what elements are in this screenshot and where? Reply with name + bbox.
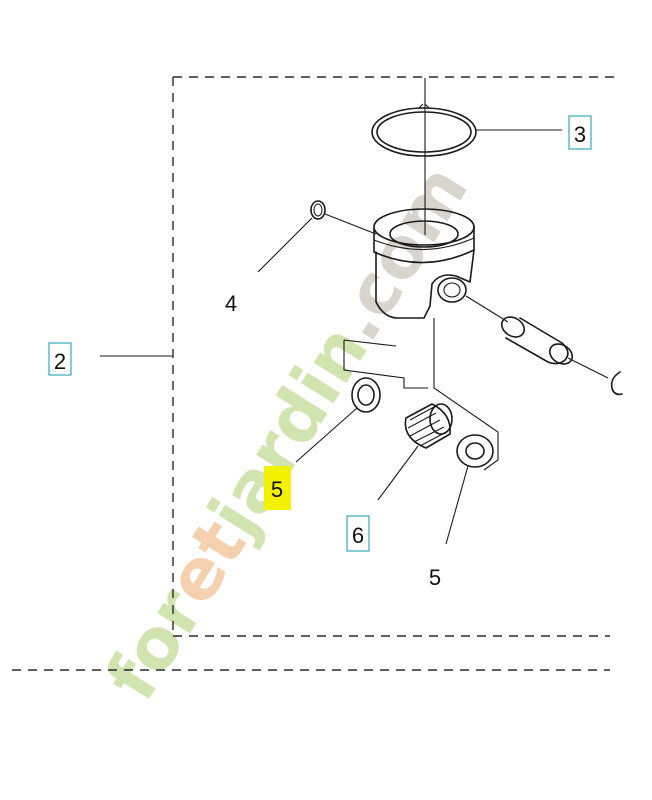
leader-5-right: [445, 465, 469, 545]
callout-2-label: 2: [54, 349, 66, 374]
callout-4-label: 4: [225, 291, 237, 316]
watermark-part-4: .com: [314, 151, 484, 355]
callout-3-label: 3: [574, 122, 586, 147]
callout-6-label: 6: [352, 523, 364, 548]
piston: [373, 208, 475, 319]
callout-2-frame: [48, 342, 72, 376]
callout-5-right-label: 5: [429, 565, 441, 590]
callout-5-left: 5: [264, 466, 291, 510]
circlip-right: [567, 357, 623, 396]
piston-pin: [465, 295, 574, 365]
leader-lines: [100, 129, 562, 545]
watermark: foretjardin.com: [90, 151, 484, 714]
leader-5-left: [295, 407, 358, 463]
callout-2: 2: [48, 342, 72, 376]
callout-6-frame: [346, 515, 370, 552]
conrod-outline: [343, 318, 499, 471]
washer-left: [351, 377, 381, 413]
callout-3-frame: [568, 115, 592, 150]
callout-5-highlight: [264, 466, 291, 510]
piston-ring: [371, 103, 477, 157]
callout-5-left-label: 5: [271, 477, 283, 502]
callout-3: 3: [568, 115, 592, 150]
leader-6: [377, 445, 419, 501]
watermark-text: foretjardin.com: [90, 151, 484, 714]
leader-4: [257, 217, 313, 273]
callout-6: 6: [346, 515, 370, 552]
needle-bearing: [404, 403, 453, 449]
washer-right: [456, 434, 494, 468]
circlip-4: [310, 200, 377, 235]
